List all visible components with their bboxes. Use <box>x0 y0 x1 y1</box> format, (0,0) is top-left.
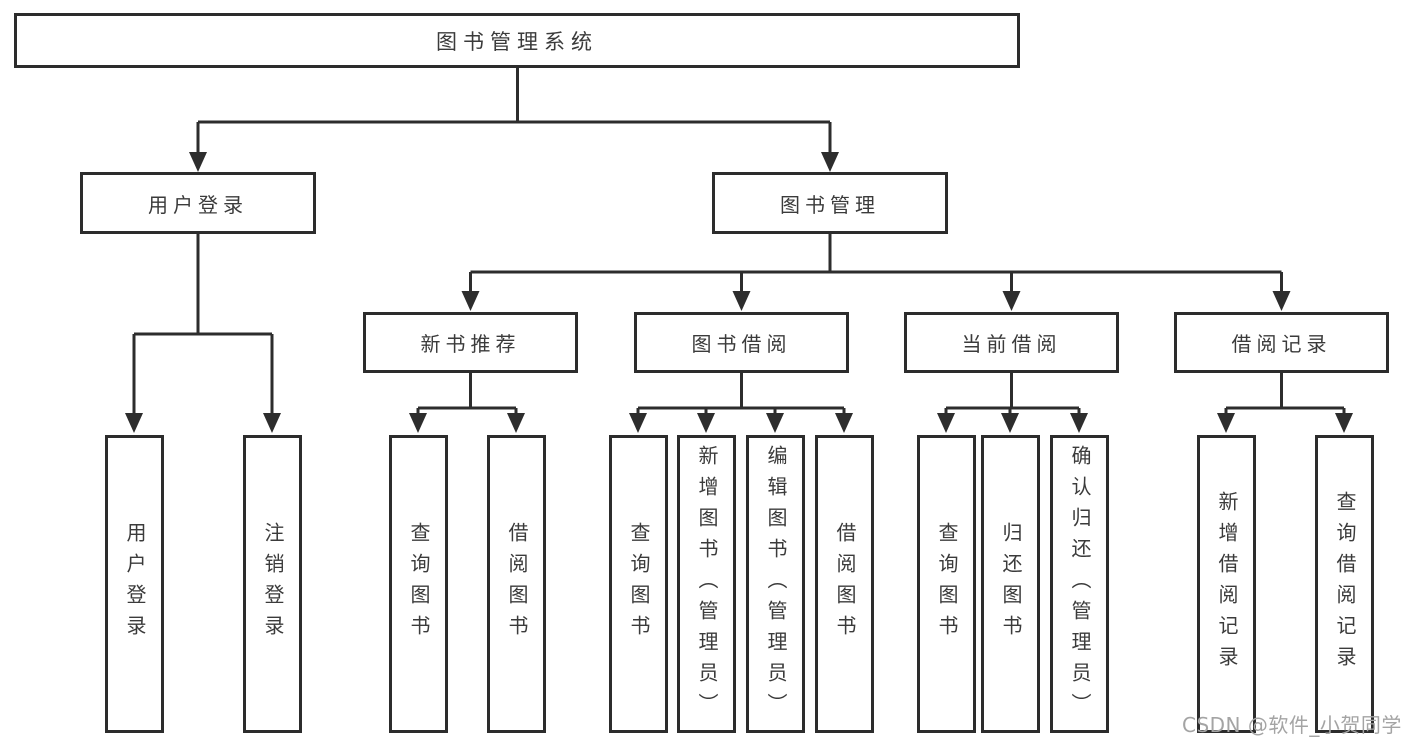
node-query-books-borrow: 查询图书 <box>609 435 668 733</box>
node-query-books-borrow-label: 查询图书 <box>627 522 651 646</box>
node-book-management: 图书管理 <box>712 172 948 234</box>
node-query-books-recommend: 查询图书 <box>389 435 448 733</box>
node-borrow-books-leaf: 借阅图书 <box>815 435 874 733</box>
node-query-books-current: 查询图书 <box>917 435 976 733</box>
node-query-borrow-record: 查询借阅记录 <box>1315 435 1374 733</box>
node-new-book-recommendation: 新书推荐 <box>363 312 578 373</box>
node-new-book-recommendation-label: 新书推荐 <box>420 332 521 356</box>
node-user-login-leaf-label: 用户登录 <box>123 522 147 646</box>
node-add-books-admin-label: 新增图书（管理员） <box>695 444 719 724</box>
node-query-borrow-record-label: 查询借阅记录 <box>1333 491 1357 677</box>
node-user-login: 用户登录 <box>80 172 316 234</box>
csdn-watermark: CSDN @软件_小贺同学 <box>1182 713 1402 737</box>
node-edit-books-admin: 编辑图书（管理员） <box>746 435 805 733</box>
node-borrowing-records: 借阅记录 <box>1174 312 1389 373</box>
arrowheads <box>125 152 1353 433</box>
node-library-system: 图书管理系统 <box>14 13 1020 68</box>
node-borrow-books-recommend-label: 借阅图书 <box>505 522 529 646</box>
node-return-books: 归还图书 <box>981 435 1040 733</box>
node-borrow-books-leaf-label: 借阅图书 <box>833 522 857 646</box>
node-borrowing-records-label: 借阅记录 <box>1231 332 1332 356</box>
node-confirm-return-admin: 确认归还（管理员） <box>1050 435 1109 733</box>
node-book-borrowing-label: 图书借阅 <box>691 332 792 356</box>
node-add-borrow-record-label: 新增借阅记录 <box>1215 491 1239 677</box>
node-user-login-leaf: 用户登录 <box>105 435 164 733</box>
node-book-management-label: 图书管理 <box>780 192 880 217</box>
node-confirm-return-admin-label: 确认归还（管理员） <box>1068 444 1092 724</box>
node-book-borrowing: 图书借阅 <box>634 312 849 373</box>
node-logout-leaf: 注销登录 <box>243 435 302 733</box>
node-borrow-books-recommend: 借阅图书 <box>487 435 546 733</box>
node-query-books-recommend-label: 查询图书 <box>407 522 431 646</box>
node-edit-books-admin-label: 编辑图书（管理员） <box>764 444 788 724</box>
node-add-books-admin: 新增图书（管理员） <box>677 435 736 733</box>
node-current-borrowing-label: 当前借阅 <box>961 332 1062 356</box>
node-library-system-label: 图书管理系统 <box>436 29 598 54</box>
node-add-borrow-record: 新增借阅记录 <box>1197 435 1256 733</box>
node-return-books-label: 归还图书 <box>999 522 1023 646</box>
node-logout-leaf-label: 注销登录 <box>261 522 285 646</box>
node-current-borrowing: 当前借阅 <box>904 312 1119 373</box>
node-user-login-label: 用户登录 <box>148 192 248 217</box>
node-query-books-current-label: 查询图书 <box>935 522 959 646</box>
